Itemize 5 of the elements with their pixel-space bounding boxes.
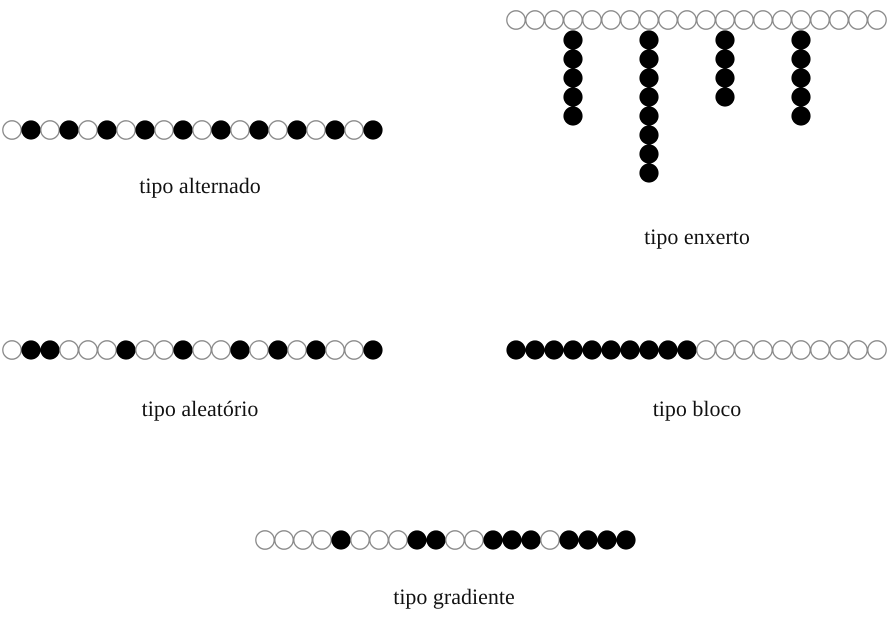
caption: tipo aleatório (142, 395, 258, 423)
caption: tipo bloco (652, 395, 742, 423)
caption: tipo alternado (139, 172, 261, 200)
caption: tipo enxerto (644, 223, 750, 251)
caption: tipo gradiente (393, 583, 515, 611)
